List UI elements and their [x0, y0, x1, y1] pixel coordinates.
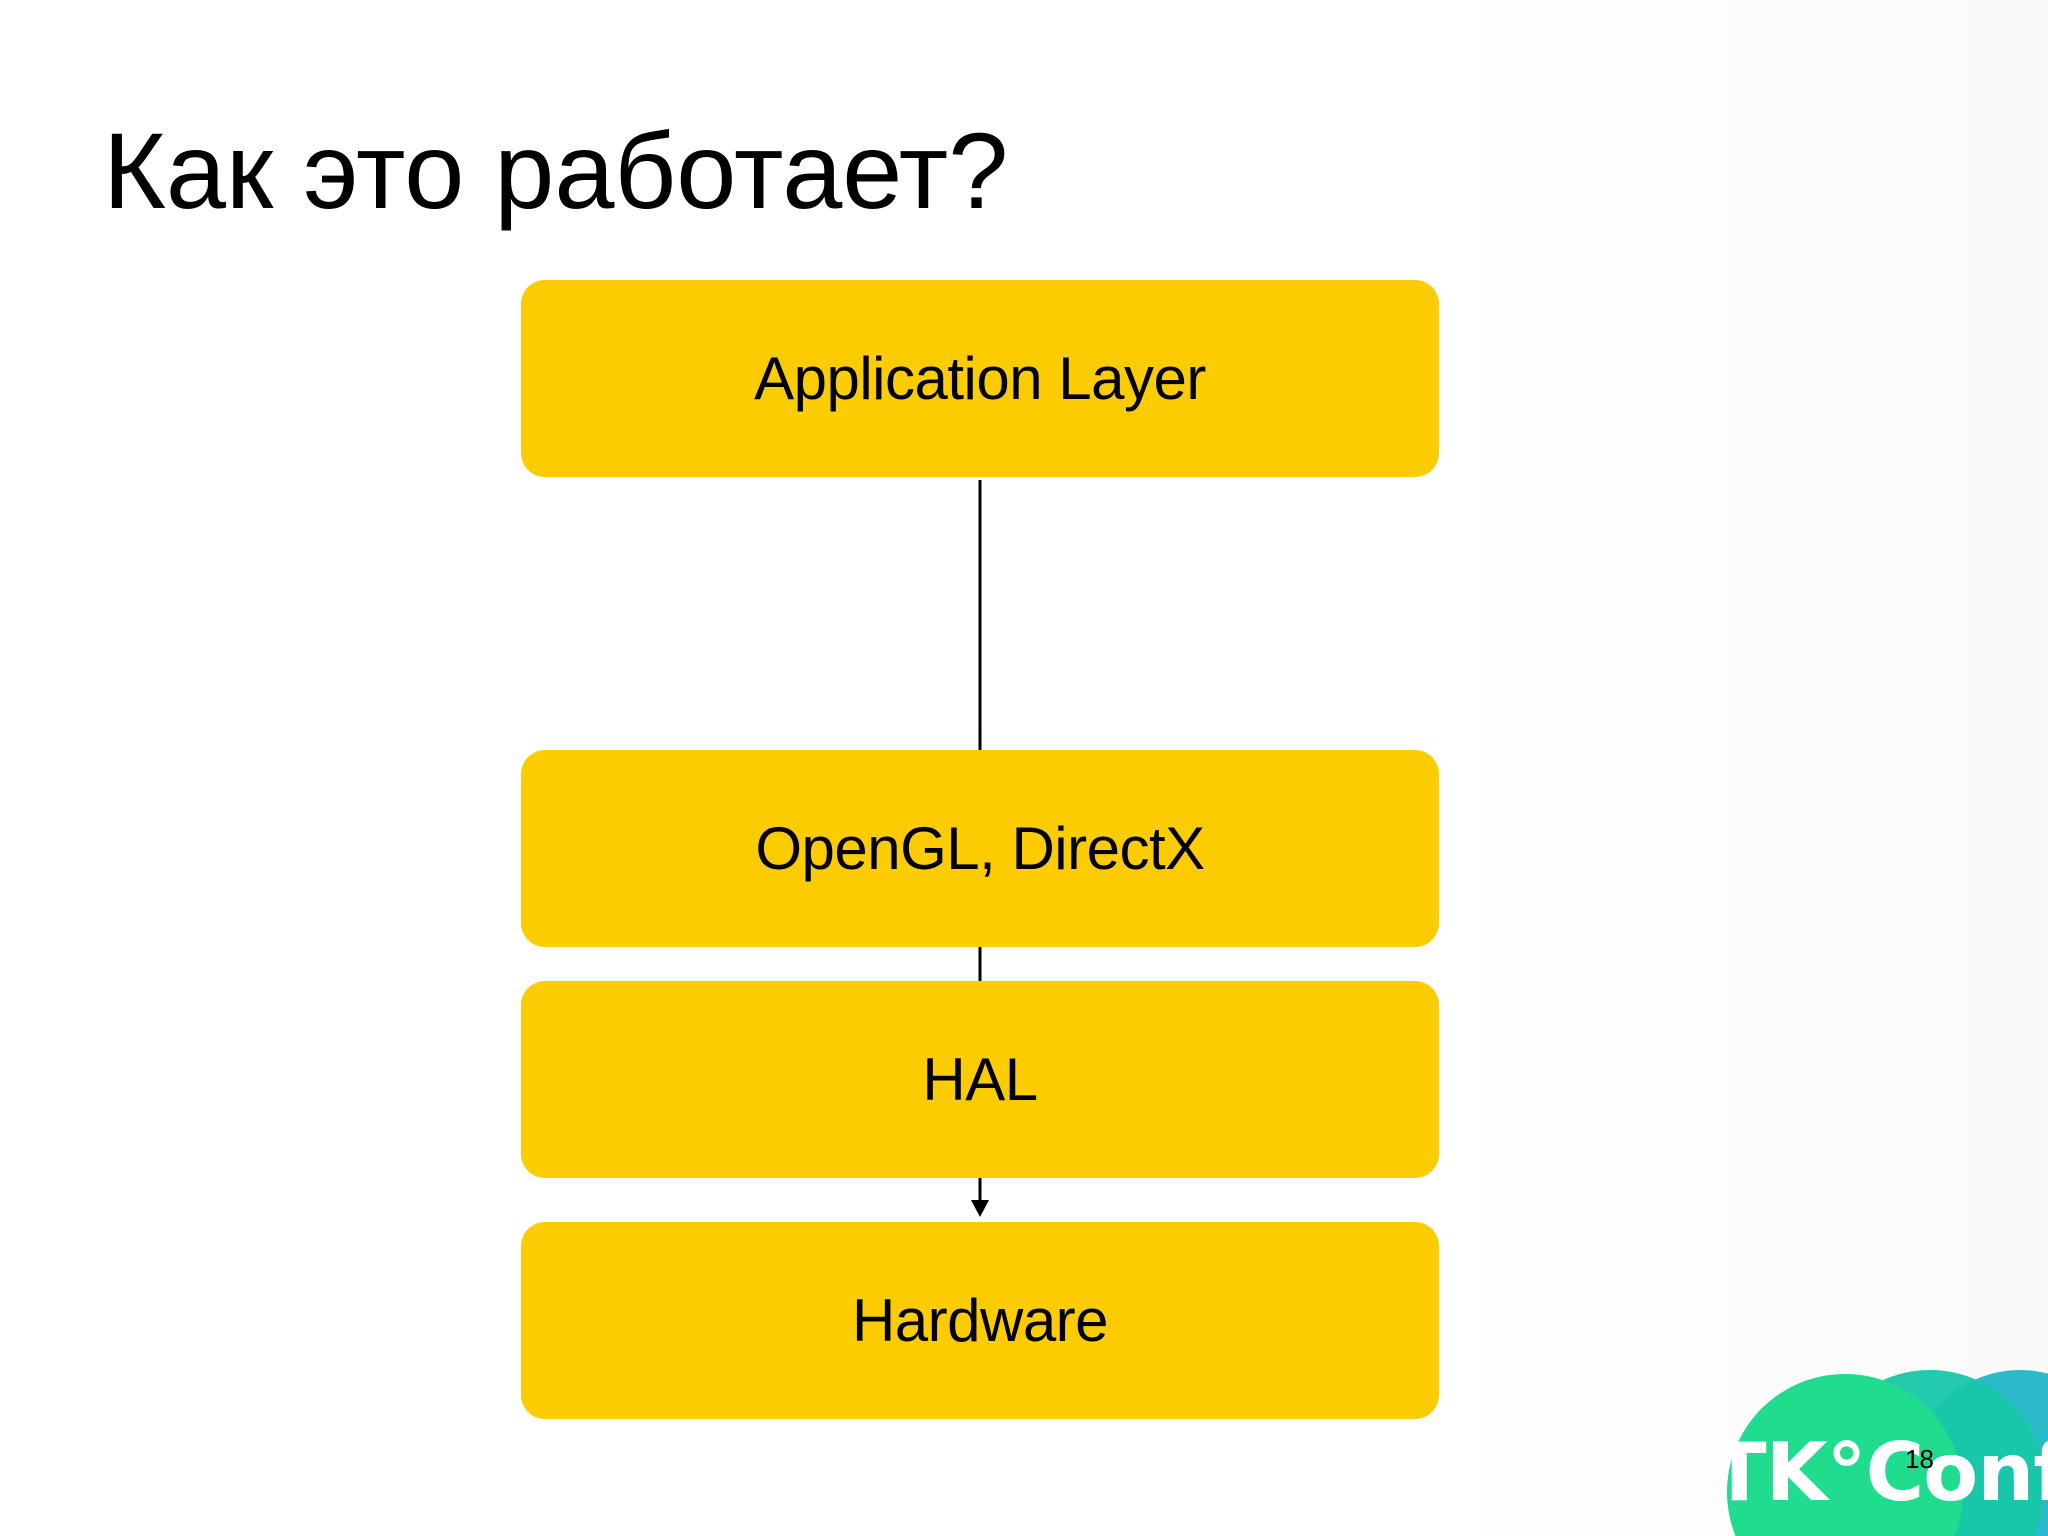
page-number: 18 [1905, 1444, 1934, 1474]
layer-hal-label: HAL [922, 1046, 1038, 1113]
layer-hardware: Hardware [521, 1222, 1439, 1419]
slide-title: Как это работает? [103, 110, 1009, 231]
logo-circle-1 [1727, 1374, 1963, 1536]
tkconf-logo-icon [1727, 1370, 2048, 1536]
layer-application-label: Application Layer [754, 345, 1206, 412]
logo-text: TK°Conf [1712, 1426, 2048, 1519]
arrowhead-down [971, 1200, 989, 1217]
layer-application: Application Layer [521, 280, 1439, 477]
layer-hardware-label: Hardware [851, 1287, 1109, 1354]
layer-hal: HAL [521, 981, 1439, 1178]
layer-opengl-directx-label: OpenGL, DirectX [755, 815, 1205, 882]
layer-opengl-directx: OpenGL, DirectX [521, 750, 1439, 947]
